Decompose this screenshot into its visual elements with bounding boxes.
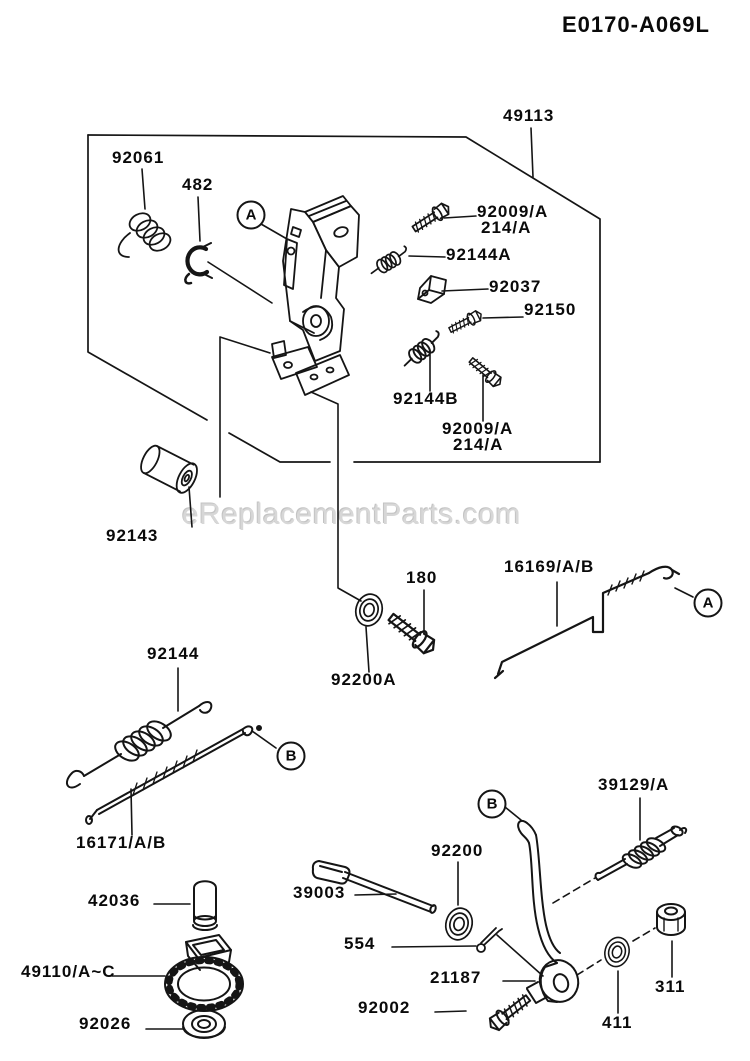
part-label-311: 311 xyxy=(655,977,686,996)
rod-39003-drawing xyxy=(311,860,437,914)
part-label-180: 180 xyxy=(406,568,438,587)
part-label-16171-a-b: 16171/A/B xyxy=(76,833,167,852)
part-label-92200: 92200 xyxy=(431,841,484,860)
leader-lines xyxy=(111,127,694,1030)
part-label-49113: 49113 xyxy=(503,106,555,125)
circlip-482-drawing xyxy=(184,242,213,285)
diagram-code-title: E0170-A069L xyxy=(562,12,710,37)
part-label-92150: 92150 xyxy=(524,300,577,319)
bushing-92143-drawing xyxy=(140,444,198,494)
watermark-text: eReplacementParts.com xyxy=(182,498,521,531)
part-label-92144a: 92144A xyxy=(446,245,512,264)
part-label-92144: 92144 xyxy=(147,644,200,663)
dashed-axis-lines xyxy=(552,877,656,976)
lever-21187-drawing xyxy=(517,819,580,1004)
part-label-92143: 92143 xyxy=(106,526,159,545)
part-label-92037: 92037 xyxy=(489,277,542,296)
part-label-39129-a: 39129/A xyxy=(598,775,670,794)
rod-16169-drawing xyxy=(493,565,681,680)
governor-gear-49110-drawing xyxy=(164,934,244,1012)
part-label-411: 411 xyxy=(602,1013,633,1032)
callout-circle-a-0: A xyxy=(236,200,266,230)
part-label-92009-a: 92009/A xyxy=(442,419,514,438)
callout-circle-b-3: B xyxy=(477,789,507,819)
bracket-assembly-drawing xyxy=(271,195,360,396)
part-label-42036: 42036 xyxy=(88,891,141,910)
part-label-92002: 92002 xyxy=(358,998,411,1017)
part-label-92200a: 92200A xyxy=(331,670,397,689)
assembly-box-outline xyxy=(87,134,601,463)
part-label-92009-a: 92009/A xyxy=(477,202,549,221)
part-label-16169-a-b: 16169/A/B xyxy=(504,557,595,576)
nut-311-drawing xyxy=(656,903,686,936)
part-label-92026: 92026 xyxy=(79,1014,132,1033)
part-label-214-a: 214/A xyxy=(481,218,532,237)
spring-92144-drawing xyxy=(65,701,213,789)
rod-16171-drawing xyxy=(85,725,262,825)
part-label-39003: 39003 xyxy=(293,883,346,902)
callout-circle-b-2: B xyxy=(276,741,306,771)
part-label-92144b: 92144B xyxy=(393,389,459,408)
callout-circle-a-1: A xyxy=(693,588,723,618)
clamp-92037-drawing xyxy=(417,275,447,304)
spring-39129-drawing xyxy=(594,825,688,881)
part-label-21187: 21187 xyxy=(430,968,482,987)
part-label-554: 554 xyxy=(344,934,376,953)
part-label-482: 482 xyxy=(182,175,214,194)
cotter-pin-554-drawing xyxy=(476,927,503,953)
pin-42036-drawing xyxy=(192,880,218,931)
spring-92061-drawing xyxy=(117,212,172,258)
part-label-49110-a-c: 49110/A~C xyxy=(21,962,116,981)
washer-92026-drawing xyxy=(182,1009,226,1039)
part-label-92061: 92061 xyxy=(112,148,165,167)
part-label-214-a: 214/A xyxy=(453,435,504,454)
